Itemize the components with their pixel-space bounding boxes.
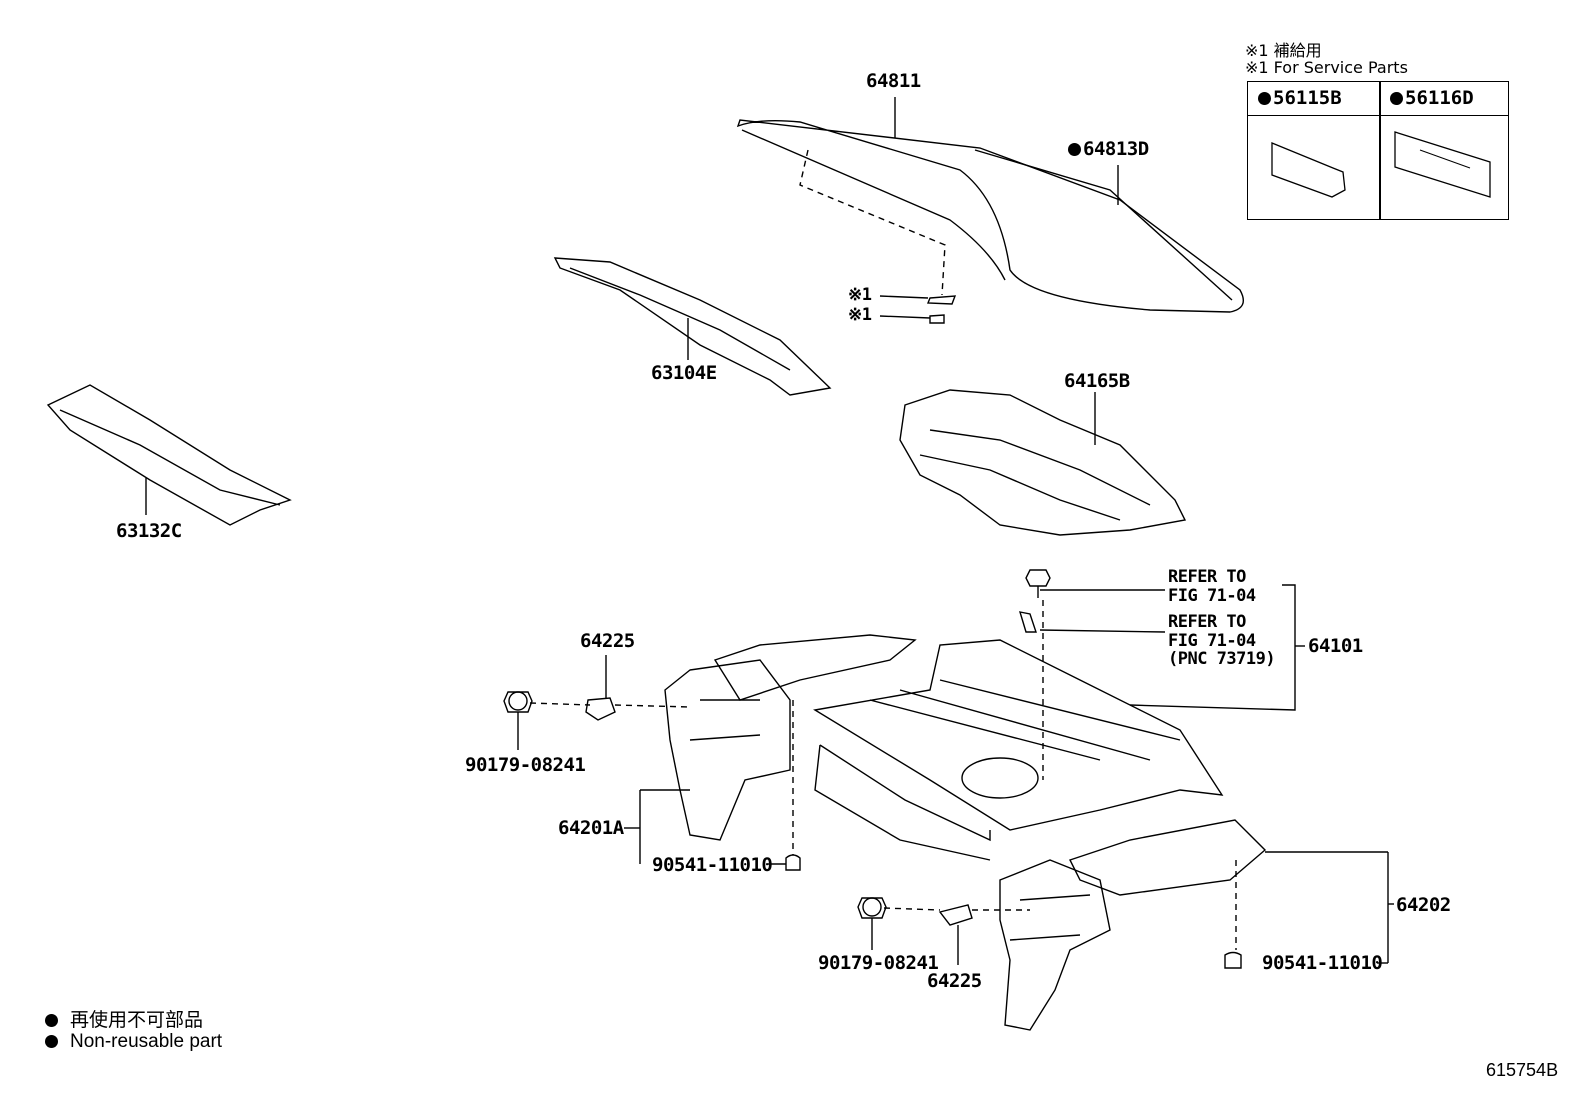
clip-56115b-picture [1271, 142, 1346, 198]
part-64202-outline [1069, 819, 1267, 896]
service-note-jp: ※1 補給用 [1245, 41, 1322, 60]
figure-id: 615754B [1486, 1060, 1559, 1080]
label-90541-left: 90541-11010 [652, 854, 773, 876]
service-note-en: ※1 For Service Parts [1245, 58, 1408, 77]
non-reusable-dot-icon [45, 1014, 58, 1027]
service-marker-2: ※1 [848, 305, 872, 325]
label-64165b: 64165B [1064, 370, 1130, 392]
non-reusable-dot-icon [1068, 143, 1081, 156]
label-90541-right: 90541-11010 [1262, 952, 1383, 974]
label-64811: 64811 [866, 70, 921, 92]
label-90179-right: 90179-08241 [818, 952, 939, 974]
part-64165b-outline [899, 389, 1187, 536]
label-64813d: 64813D [1068, 140, 1149, 159]
label-64225-left: 64225 [580, 630, 635, 652]
part-63104e-outline [553, 257, 832, 396]
refer-note-2: REFER TO FIG 71-04 (PNC 73719) [1168, 612, 1276, 670]
legend-en: Non-reusable part [45, 1031, 222, 1053]
service-parts-table: 56115B 56116D [1247, 81, 1509, 220]
part-64811-outline [736, 119, 1244, 313]
label-64201a: 64201A [558, 817, 624, 839]
label-64225-right: 64225 [927, 970, 982, 992]
label-90179-left: 90179-08241 [465, 754, 586, 776]
non-reusable-dot-icon [45, 1035, 58, 1048]
table-divider [1379, 82, 1381, 219]
service-parts-header-56115b: 56115B [1248, 82, 1380, 116]
label-64202: 64202 [1396, 894, 1451, 916]
label-64101: 64101 [1308, 635, 1363, 657]
part-63132c-outline [46, 384, 292, 526]
refer-note-1: REFER TO FIG 71-04 [1168, 567, 1256, 606]
non-reusable-dot-icon [1390, 92, 1403, 105]
legend-jp: 再使用不可部品 [45, 1005, 203, 1032]
part-64201a-outline [664, 659, 791, 841]
part-64101-outline [813, 639, 1224, 831]
label-63104e: 63104E [651, 362, 717, 384]
label-63132c: 63132C [116, 520, 182, 542]
non-reusable-dot-icon [1258, 92, 1271, 105]
service-parts-header-56116d: 56116D [1380, 82, 1508, 116]
service-marker-1: ※1 [848, 285, 872, 305]
